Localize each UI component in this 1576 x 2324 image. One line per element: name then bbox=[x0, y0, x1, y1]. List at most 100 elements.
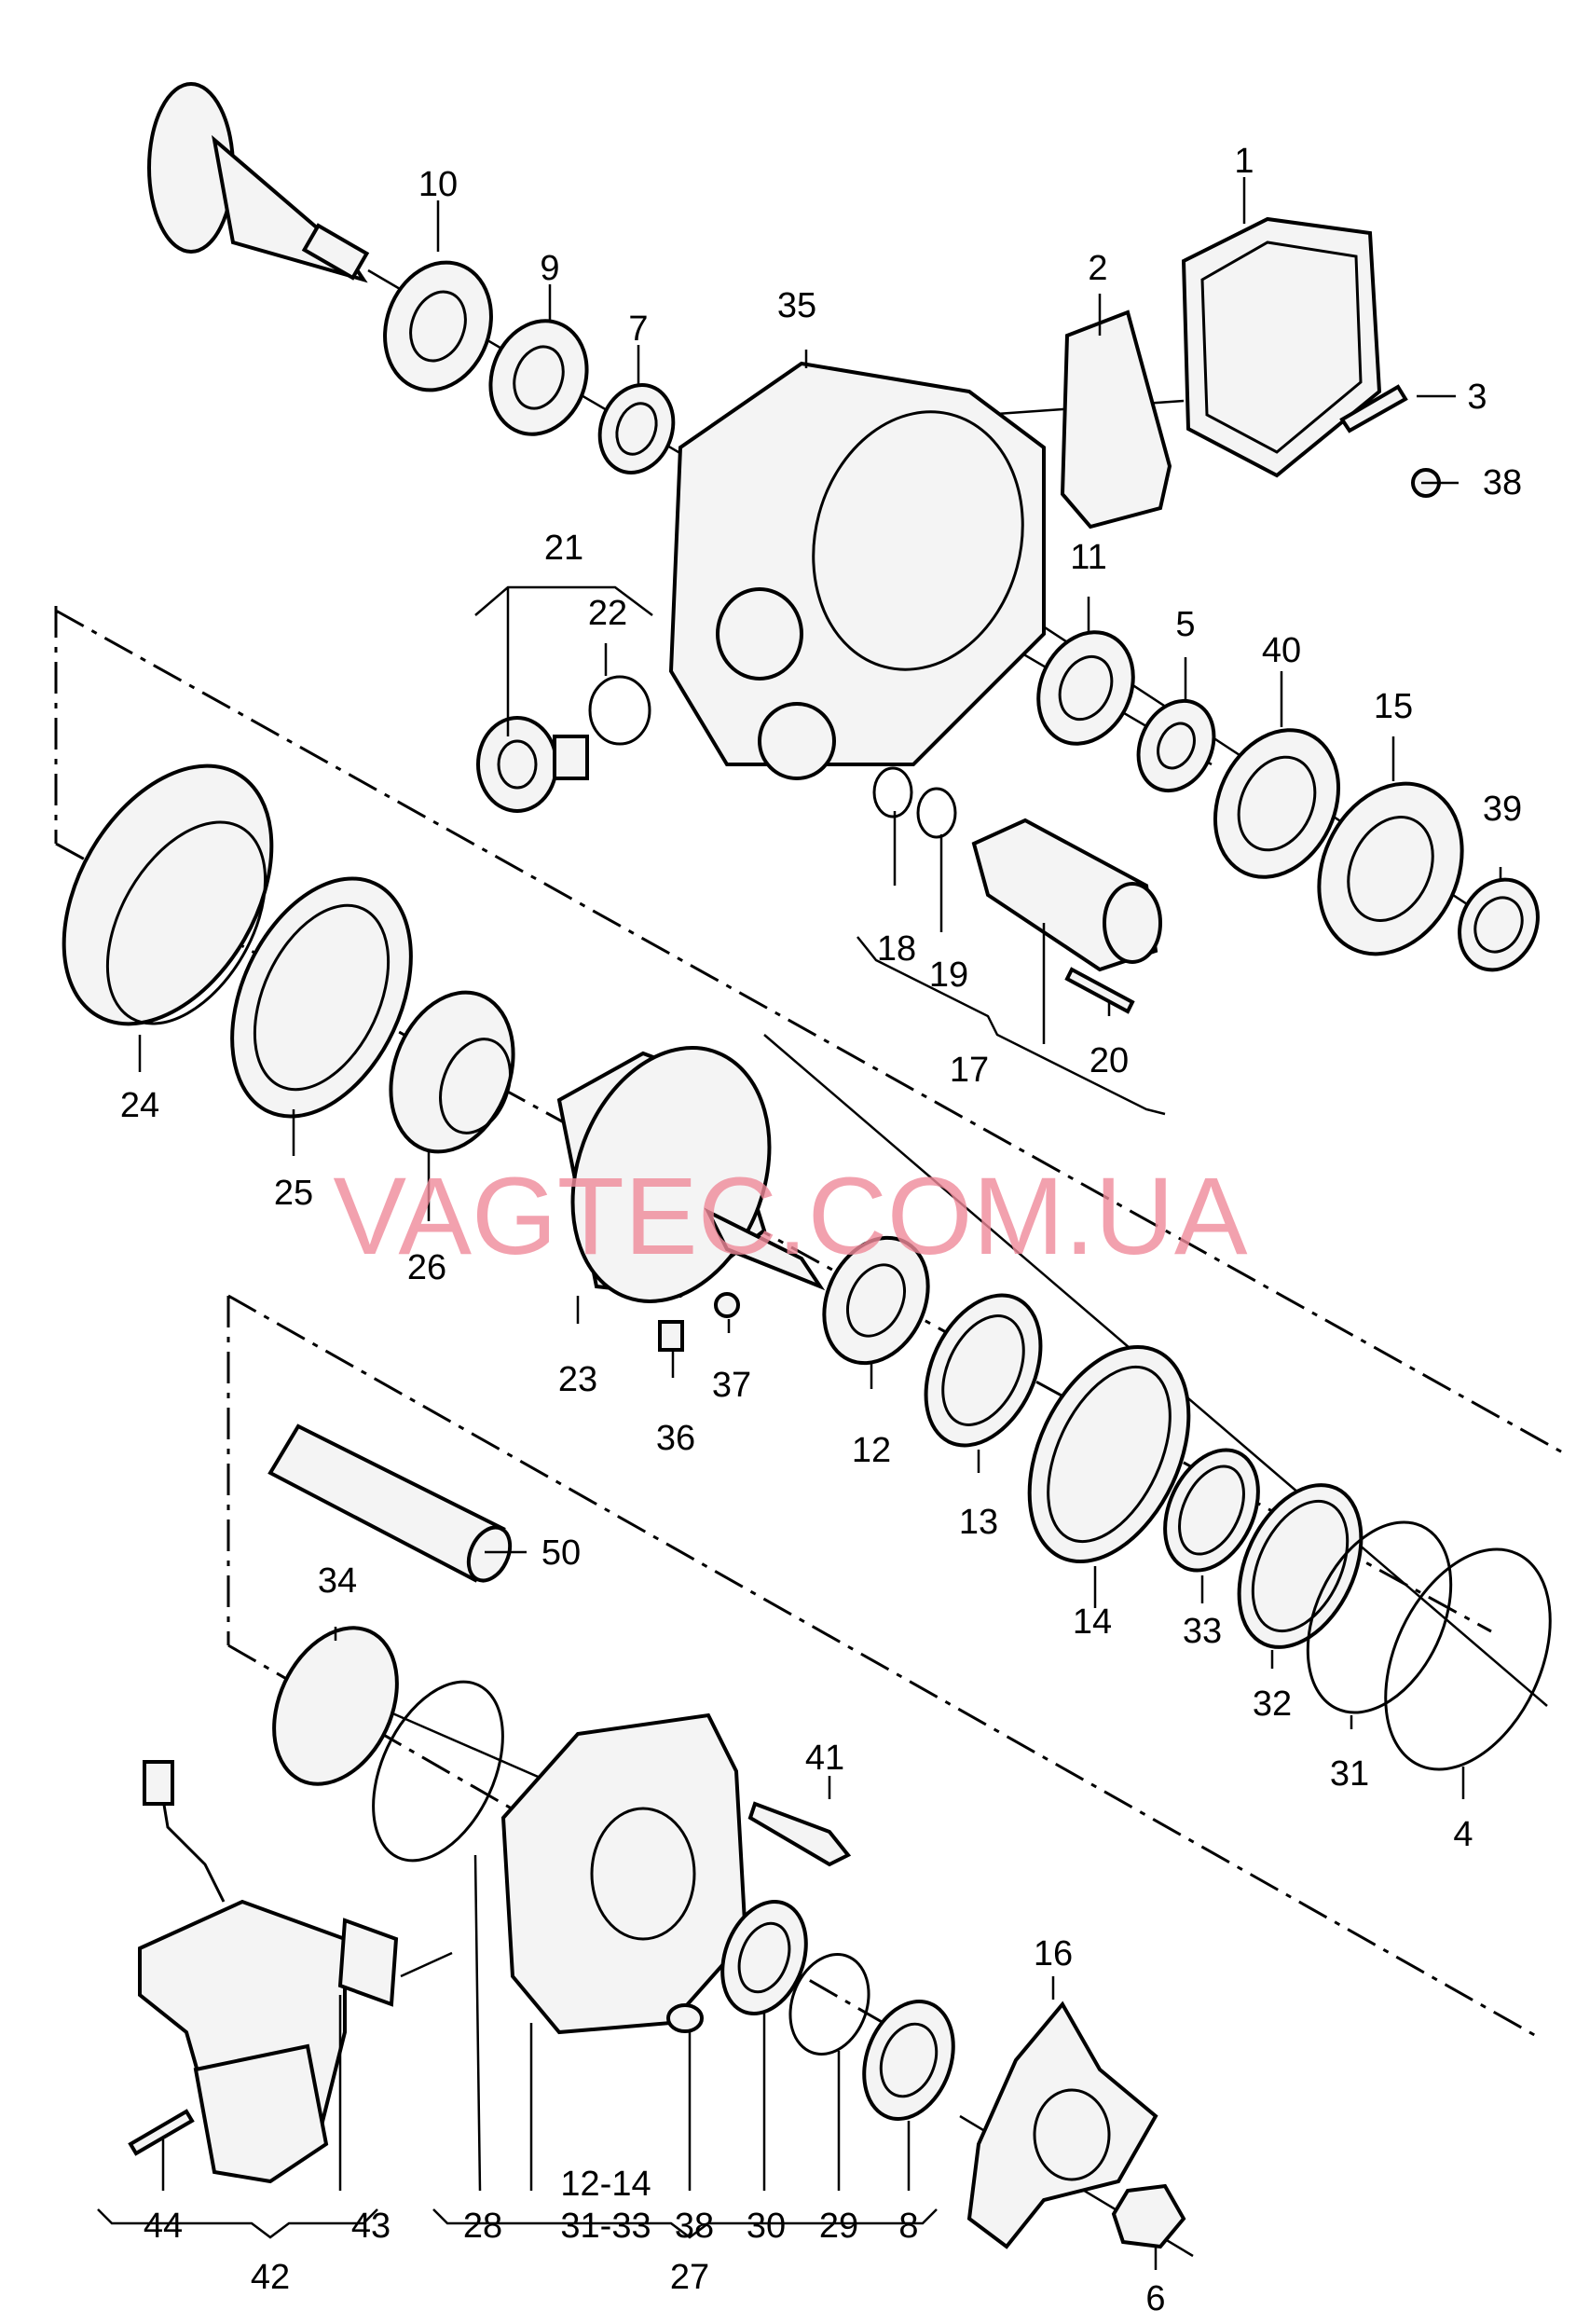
callout-16: 16 bbox=[1034, 1934, 1073, 1973]
callout-range-31-33: 31-33 bbox=[560, 2207, 651, 2246]
nut-6-part bbox=[1111, 2183, 1186, 2249]
callout-42: 42 bbox=[251, 2258, 290, 2297]
callout-38-bottom: 38 bbox=[675, 2207, 714, 2246]
callout-23: 23 bbox=[558, 1360, 597, 1399]
callout-9: 9 bbox=[540, 249, 559, 288]
callout-40: 40 bbox=[1262, 631, 1301, 670]
callout-33: 33 bbox=[1183, 1612, 1222, 1651]
bearing-11-part bbox=[1036, 630, 1135, 746]
callout-13: 13 bbox=[959, 1503, 998, 1542]
bearing-9-part bbox=[488, 319, 589, 436]
callout-8: 8 bbox=[898, 2207, 918, 2246]
o-ring-22-part bbox=[588, 675, 651, 746]
bracket-42 bbox=[97, 2208, 378, 2239]
cover-1-part bbox=[1181, 216, 1382, 478]
callout-4: 4 bbox=[1453, 1815, 1473, 1854]
bearing-10-part bbox=[383, 260, 493, 392]
dash-boundary-lower bbox=[226, 1294, 1539, 2053]
callout-28: 28 bbox=[463, 2207, 502, 2246]
plate-25-part bbox=[230, 876, 413, 1119]
spring-plate-34-part bbox=[272, 1626, 399, 1786]
callout-20: 20 bbox=[1089, 1041, 1129, 1080]
callout-34: 34 bbox=[318, 1561, 357, 1601]
plug-38-lower-part bbox=[666, 2003, 704, 2033]
bracket-27 bbox=[432, 2208, 938, 2239]
ring-31-part bbox=[1306, 1520, 1453, 1714]
ring-14-part bbox=[1027, 1344, 1191, 1564]
disc-40-part bbox=[1213, 728, 1341, 879]
callout-18: 18 bbox=[877, 929, 916, 969]
callout-6: 6 bbox=[1145, 2279, 1165, 2318]
ring-13-part bbox=[924, 1293, 1043, 1448]
callout-14: 14 bbox=[1073, 1602, 1112, 1642]
o-ring-28-part bbox=[372, 1680, 504, 1863]
ring-19-part bbox=[916, 787, 957, 839]
ring-33-part bbox=[1163, 1448, 1260, 1573]
callout-26: 26 bbox=[407, 1248, 446, 1287]
clip-36-part bbox=[658, 1320, 684, 1352]
callout-41: 41 bbox=[805, 1739, 844, 1778]
callout-38-top: 38 bbox=[1483, 463, 1522, 502]
disc-15-part bbox=[1317, 781, 1464, 956]
pin-37-part bbox=[714, 1292, 740, 1318]
callout-15: 15 bbox=[1374, 687, 1413, 726]
callout-31: 31 bbox=[1330, 1754, 1369, 1794]
callout-range-12-14: 12-14 bbox=[560, 2165, 651, 2204]
callout-5: 5 bbox=[1175, 605, 1195, 644]
ring-32-part bbox=[1237, 1483, 1364, 1649]
flange-16-part bbox=[966, 2001, 1158, 2249]
ring-18-part bbox=[872, 766, 913, 818]
callout-24: 24 bbox=[120, 1086, 159, 1125]
callout-50: 50 bbox=[541, 1533, 581, 1573]
callout-7: 7 bbox=[628, 309, 648, 349]
valve-17-part bbox=[971, 818, 1162, 972]
ring-7-part bbox=[597, 383, 676, 474]
seal-8-part bbox=[862, 2000, 955, 2121]
gasket-2-part bbox=[1060, 309, 1172, 529]
circlip-29-part bbox=[788, 1953, 870, 2056]
callout-1: 1 bbox=[1234, 142, 1254, 181]
screw-44-part bbox=[128, 2109, 195, 2156]
watermark-text: VAGTEC.COM.UA bbox=[333, 1155, 1248, 1278]
callout-39: 39 bbox=[1483, 790, 1522, 829]
seal-30-part bbox=[720, 1899, 808, 2016]
clutch-assembly-23-part bbox=[556, 1046, 826, 1303]
callout-12: 12 bbox=[852, 1431, 891, 1470]
housing-35-part bbox=[668, 361, 1046, 780]
bolt-3-part bbox=[1339, 384, 1408, 433]
callout-27: 27 bbox=[670, 2258, 709, 2297]
callout-22: 22 bbox=[588, 594, 627, 633]
bearing-39-part bbox=[1458, 877, 1540, 972]
callout-32: 32 bbox=[1253, 1685, 1292, 1724]
callout-36: 36 bbox=[656, 1419, 695, 1458]
callout-21: 21 bbox=[544, 529, 583, 568]
callout-10: 10 bbox=[418, 165, 458, 204]
callout-37: 37 bbox=[712, 1366, 751, 1405]
gasket-43-part bbox=[337, 1918, 399, 2007]
callout-43: 43 bbox=[351, 2207, 391, 2246]
pump-21-part bbox=[476, 716, 589, 813]
callout-44: 44 bbox=[144, 2207, 183, 2246]
pin-50-part bbox=[267, 1423, 513, 1583]
callout-17: 17 bbox=[950, 1051, 989, 1090]
ring-4-part bbox=[1384, 1547, 1552, 1771]
shim-12-part bbox=[822, 1235, 930, 1366]
callout-11: 11 bbox=[1070, 538, 1106, 577]
screw-20-part bbox=[1064, 967, 1135, 1014]
pinion-shaft-part bbox=[147, 82, 370, 283]
callout-35: 35 bbox=[777, 286, 816, 325]
bolt-41-part bbox=[747, 1801, 852, 1867]
bracket-21 bbox=[474, 585, 653, 736]
callout-3: 3 bbox=[1467, 378, 1487, 417]
leader-lines bbox=[138, 177, 1502, 2270]
control-module-42-part bbox=[138, 1760, 347, 2184]
bracket-17 bbox=[857, 936, 1166, 1116]
callout-30: 30 bbox=[747, 2207, 786, 2246]
callout-19: 19 bbox=[929, 956, 968, 995]
callout-25: 25 bbox=[274, 1174, 313, 1213]
hub-26-part bbox=[389, 990, 515, 1154]
clutch-drum-24-part bbox=[62, 763, 274, 1026]
bearing-5-part bbox=[1136, 698, 1216, 793]
rear-housing-27-part bbox=[500, 1712, 748, 2035]
